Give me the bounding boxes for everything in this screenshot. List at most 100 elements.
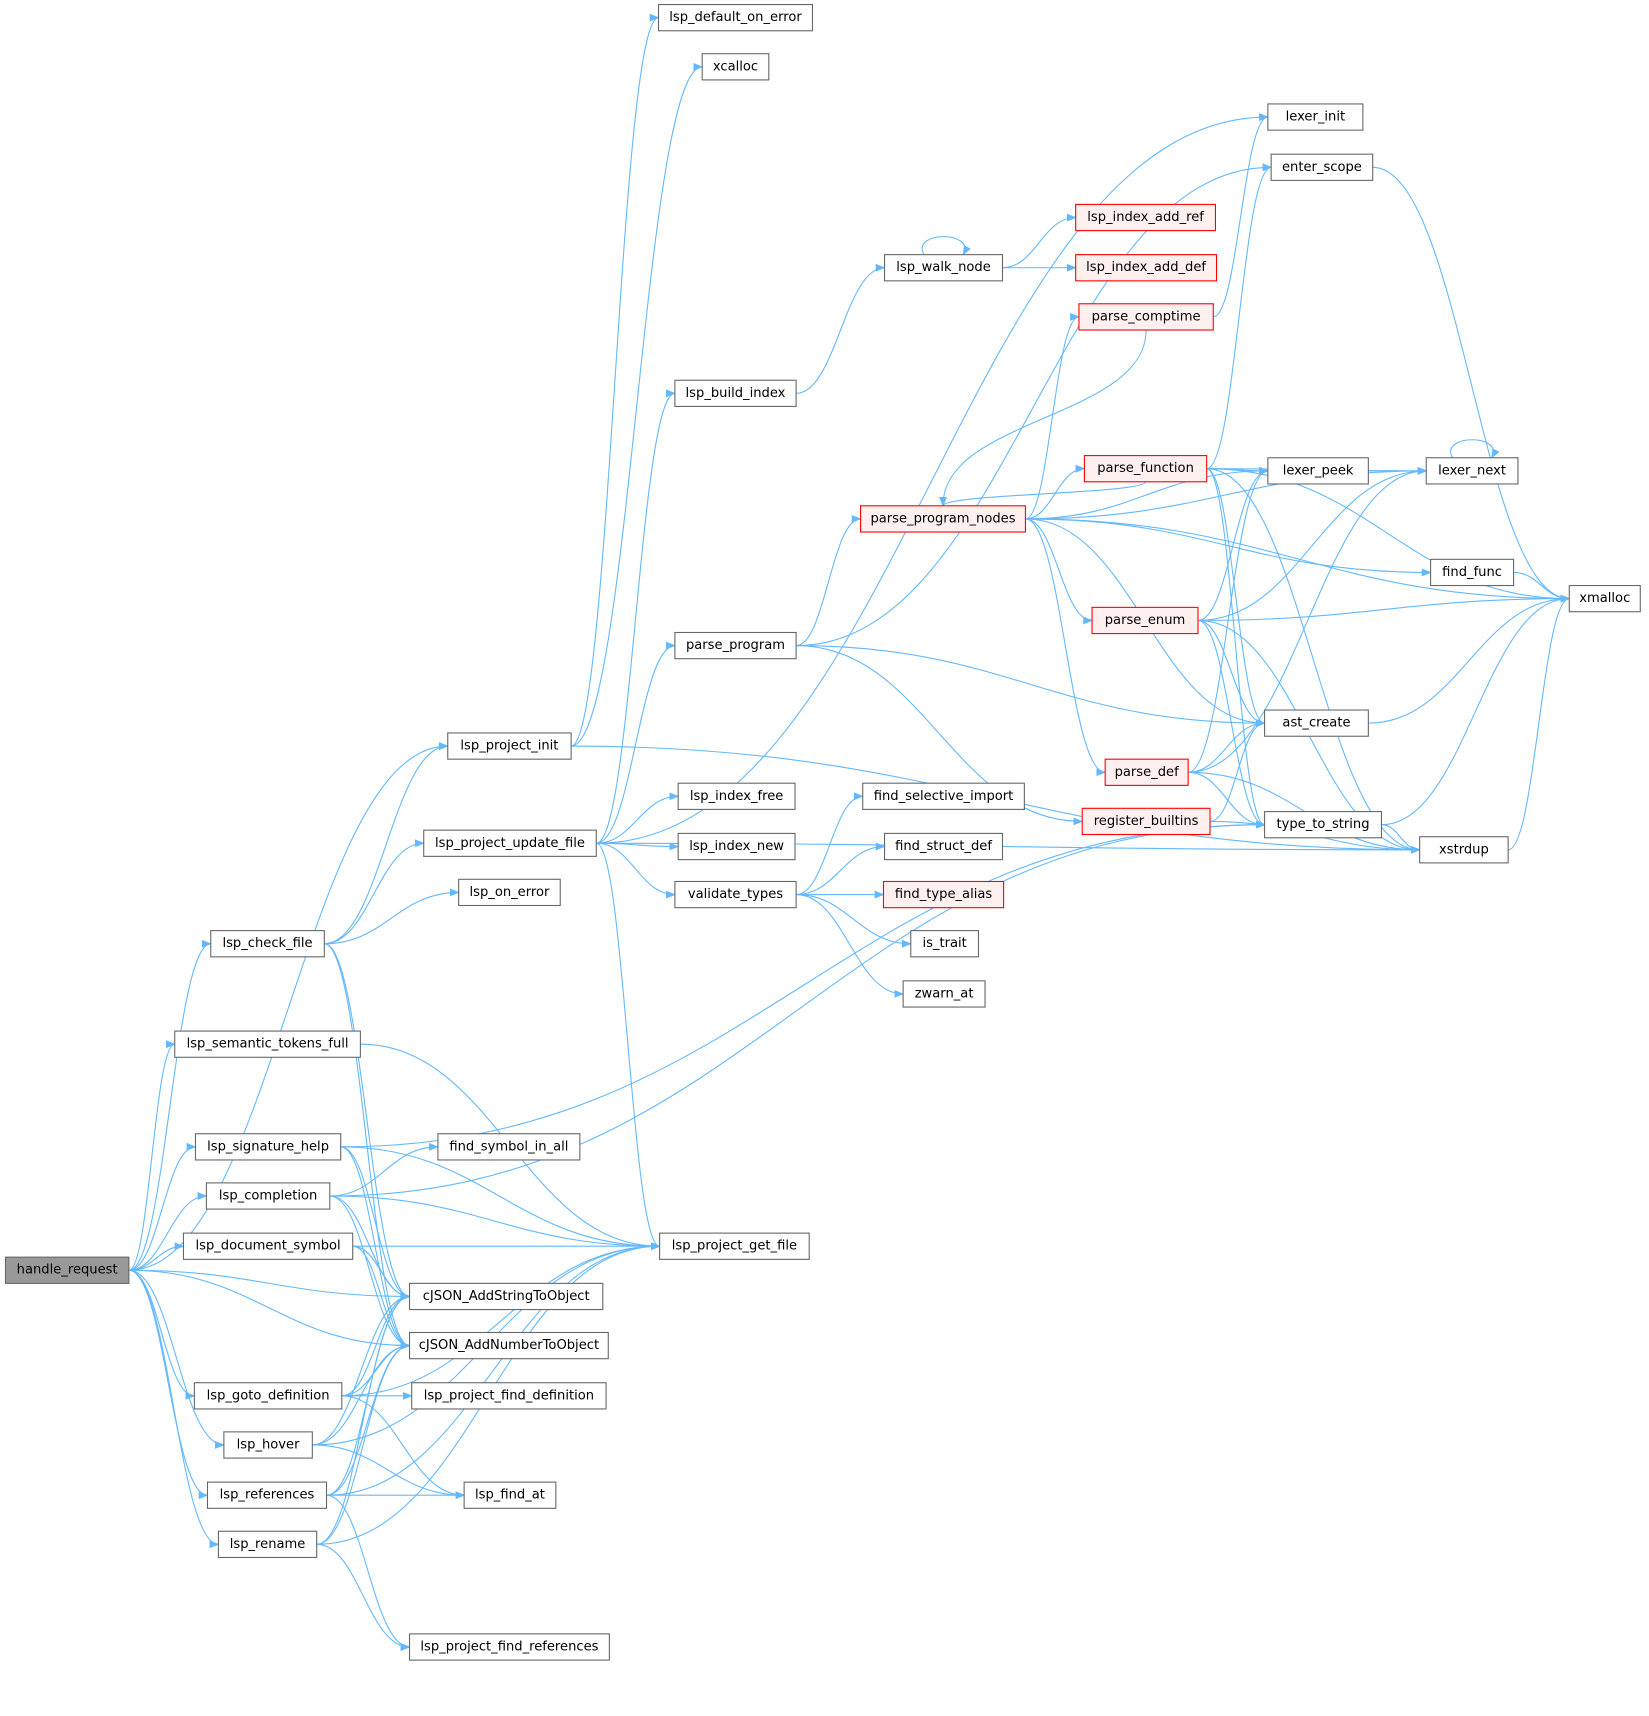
node-parse_program[interactable]: parse_program: [674, 631, 797, 660]
node-lsp_project_find_references[interactable]: lsp_project_find_references: [408, 1633, 610, 1661]
node-lsp_walk_node[interactable]: lsp_walk_node: [884, 254, 1004, 282]
edge-type_to_string-to-xmalloc: [1381, 594, 1571, 826]
node-parse_function[interactable]: parse_function: [1083, 455, 1208, 483]
node-lsp_find_at[interactable]: lsp_find_at: [463, 1481, 557, 1509]
node-lexer_next[interactable]: lexer_next: [1425, 457, 1519, 485]
node-lexer_peek[interactable]: lexer_peek: [1267, 457, 1369, 485]
edge-lsp_completion-to-lsp_project_get_file: [329, 1195, 661, 1251]
node-box: [884, 254, 1004, 282]
node-label: cJSON_AddNumberToObject: [419, 1338, 599, 1353]
node-label: lsp_completion: [219, 1188, 317, 1203]
node-box: [4, 1256, 130, 1284]
node-lexer_init[interactable]: lexer_init: [1267, 103, 1364, 131]
node-parse_program_nodes[interactable]: parse_program_nodes: [859, 505, 1026, 533]
node-lsp_index_add_ref[interactable]: lsp_index_add_ref: [1075, 203, 1217, 232]
node-parse_def[interactable]: parse_def: [1104, 758, 1189, 786]
node-label: find_struct_def: [895, 839, 992, 854]
node-find_struct_def[interactable]: find_struct_def: [884, 832, 1004, 861]
node-lsp_project_find_definition[interactable]: lsp_project_find_definition: [411, 1382, 607, 1410]
node-parse_comptime[interactable]: parse_comptime: [1078, 303, 1214, 331]
node-lsp_completion[interactable]: lsp_completion: [205, 1182, 331, 1210]
node-lsp_index_add_def[interactable]: lsp_index_add_def: [1075, 254, 1218, 282]
node-register_builtins[interactable]: register_builtins: [1081, 807, 1211, 836]
node-lsp_references[interactable]: lsp_references: [206, 1481, 328, 1509]
node-lsp_hover[interactable]: lsp_hover: [223, 1431, 313, 1459]
node-label: lsp_find_at: [475, 1488, 545, 1503]
node-xstrdup[interactable]: xstrdup: [1419, 836, 1509, 864]
node-enter_scope[interactable]: enter_scope: [1270, 153, 1374, 181]
edge-lsp_walk_node-to-lsp_index_add_ref: [1002, 213, 1077, 269]
node-label: type_to_string: [1276, 817, 1369, 832]
edge-lsp_project_update_file-to-lsp_project_get_file: [596, 842, 661, 1251]
edge-lsp_signature_help-to-type_to_string: [340, 820, 1266, 1148]
edge-lsp_build_index-to-lsp_walk_node: [796, 263, 886, 394]
node-lsp_project_update_file[interactable]: lsp_project_update_file: [423, 829, 597, 857]
node-label: find_symbol_in_all: [449, 1139, 568, 1154]
node-label: cJSON_AddStringToObject: [423, 1289, 590, 1304]
edge-parse_function-to-enter_scope: [1206, 163, 1273, 470]
edge-parse_enum-to-lexer_next: [1197, 466, 1428, 622]
node-label: lsp_build_index: [686, 386, 786, 401]
edge-handle_request-to-cJSON_AddNumberToObject: [128, 1269, 411, 1350]
node-box: [1267, 103, 1364, 131]
node-cJSON_AddStringToObject[interactable]: cJSON_AddStringToObject: [408, 1282, 604, 1311]
node-lsp_goto_definition[interactable]: lsp_goto_definition: [193, 1382, 343, 1410]
edge-handle_request-to-cJSON_AddStringToObject: [128, 1269, 411, 1301]
node-label: find_func: [1442, 565, 1502, 580]
node-box: [862, 782, 1025, 810]
edge-parse_enum-to-ast_create: [1197, 619, 1266, 728]
node-lsp_on_error[interactable]: lsp_on_error: [458, 878, 561, 907]
node-type_to_string[interactable]: type_to_string: [1264, 811, 1382, 839]
node-box: [1075, 254, 1218, 282]
node-label: find_selective_import: [874, 789, 1014, 804]
node-box: [910, 930, 980, 958]
edge-lsp_goto_definition-to-lsp_find_at: [341, 1395, 466, 1500]
node-find_func[interactable]: find_func: [1430, 558, 1515, 587]
node-lsp_project_init[interactable]: lsp_project_init: [447, 732, 572, 760]
node-lsp_semantic_tokens_full[interactable]: lsp_semantic_tokens_full: [174, 1030, 361, 1058]
node-cJSON_AddNumberToObject[interactable]: cJSON_AddNumberToObject: [408, 1331, 609, 1360]
node-label: lsp_index_add_def: [1086, 260, 1206, 275]
edge-lsp_project_update_file-to-parse_program: [596, 641, 676, 844]
node-lsp_project_get_file[interactable]: lsp_project_get_file: [659, 1232, 810, 1260]
node-box: [859, 505, 1026, 533]
node-parse_enum[interactable]: parse_enum: [1091, 606, 1199, 635]
edge-validate_types-to-is_trait: [796, 894, 912, 948]
node-box: [884, 832, 1004, 861]
node-find_symbol_in_all[interactable]: find_symbol_in_all: [437, 1133, 581, 1161]
node-lsp_index_free[interactable]: lsp_index_free: [677, 782, 796, 810]
node-label: lsp_goto_definition: [207, 1388, 330, 1403]
node-box: [210, 930, 325, 958]
node-label: validate_types: [688, 887, 783, 902]
node-lsp_document_symbol[interactable]: lsp_document_symbol: [182, 1232, 354, 1260]
edge-parse_def-to-lexer_peek: [1188, 467, 1269, 773]
edge-parse_program-to-parse_program_nodes: [796, 515, 862, 647]
node-xmalloc[interactable]: xmalloc: [1568, 584, 1641, 613]
node-handle_request[interactable]: handle_request: [4, 1256, 130, 1284]
node-label: lsp_index_free: [690, 789, 784, 804]
edge-handle_request-to-lsp_hover: [128, 1269, 225, 1449]
node-ast_create[interactable]: ast_create: [1264, 709, 1369, 737]
node-lsp_check_file[interactable]: lsp_check_file: [210, 930, 325, 958]
node-xcalloc[interactable]: xcalloc: [701, 53, 770, 81]
node-label: lexer_init: [1286, 110, 1346, 125]
node-is_trait[interactable]: is_trait: [910, 930, 980, 958]
edge-lsp_references-to-cJSON_AddNumberToObject: [326, 1341, 411, 1496]
node-label: lsp_project_find_definition: [424, 1388, 594, 1403]
node-lsp_index_new[interactable]: lsp_index_new: [677, 832, 796, 861]
node-box: [657, 4, 814, 32]
node-box: [223, 1431, 313, 1459]
node-lsp_signature_help[interactable]: lsp_signature_help: [194, 1133, 342, 1161]
node-box: [423, 829, 597, 857]
node-validate_types[interactable]: validate_types: [674, 880, 797, 909]
node-label: lsp_index_add_ref: [1087, 210, 1204, 225]
node-find_selective_import[interactable]: find_selective_import: [862, 782, 1025, 810]
node-label: find_type_alias: [895, 887, 993, 902]
node-lsp_build_index[interactable]: lsp_build_index: [674, 379, 797, 407]
node-find_type_alias[interactable]: find_type_alias: [882, 880, 1005, 909]
node-lsp_rename[interactable]: lsp_rename: [217, 1530, 318, 1559]
node-lsp_default_on_error[interactable]: lsp_default_on_error: [657, 4, 814, 32]
edge-lexer_next-to-lexer_next: [1450, 439, 1500, 459]
node-zwarn_at[interactable]: zwarn_at: [902, 980, 986, 1008]
node-box: [193, 1382, 343, 1410]
